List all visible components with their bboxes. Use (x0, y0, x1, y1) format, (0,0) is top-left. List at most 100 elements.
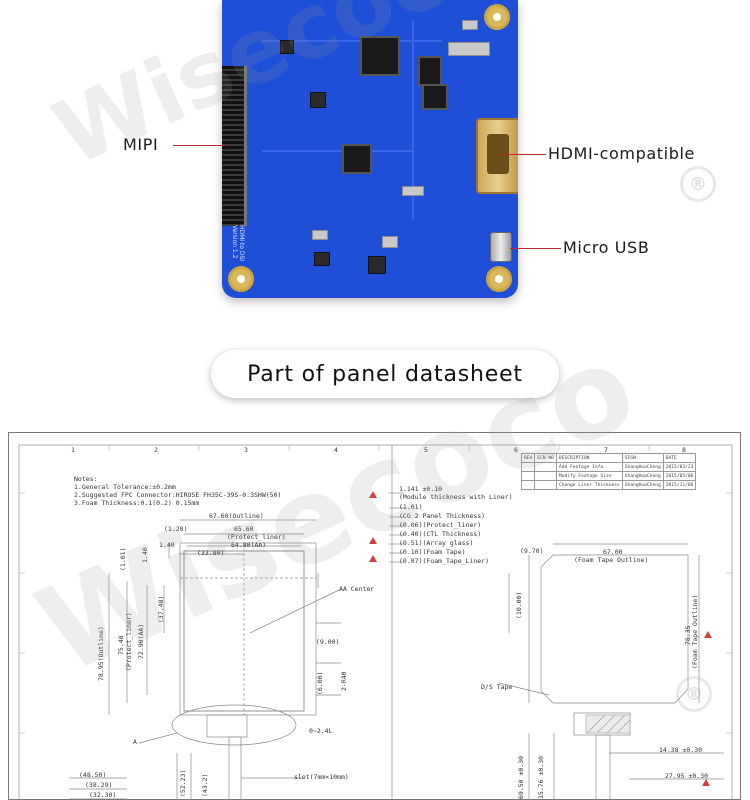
dim-width: (33.80) (197, 549, 225, 557)
table-row: Modify Footage Size ShangHuaCheng 2015/0… (520, 471, 697, 481)
dim-label: 27.95 ±0.30 (665, 772, 709, 780)
micro-usb-port (490, 232, 512, 262)
table-cell (534, 471, 557, 481)
stack-label: (0.40)(CTL Thickness) (399, 530, 482, 538)
pcb-trace (262, 150, 412, 152)
stack-label: (CG 2 Panel Thickness) (399, 512, 486, 520)
datasheet-notes: Notes: 1.General Tolerance:±0.2mm 2.Sugg… (74, 475, 281, 507)
stack-label: (Module thickness with Liner) (399, 493, 513, 501)
stack-label: 1.141 ±0.10 (399, 485, 443, 493)
dim-height: (37.48) (157, 595, 165, 623)
silkscreen-line: HDMI to DSI (238, 224, 246, 262)
table-header: SIGN (621, 453, 664, 463)
dim-outline-width: 67.60(Outline) (209, 512, 264, 520)
table-header: REV (520, 453, 536, 463)
stack-label: (0.06)(Protect_liner) (399, 521, 482, 529)
smd-component (314, 252, 330, 266)
table-cell: ShangHuaCheng (621, 462, 664, 472)
dim-label: (Foam Tape Outline) (691, 594, 699, 669)
table-cell (534, 462, 557, 472)
dim-height: (1.01) (119, 547, 127, 571)
dim-label: 15.76 ±0.30 (537, 755, 545, 799)
stack-label: (0.10)(Foam Tape) (399, 548, 466, 556)
dim-label: (43.2) (201, 773, 209, 797)
stack-label: (0.07)(Foam_Tape_Liner) (399, 557, 490, 565)
table-cell: Change Liner Thickness (555, 480, 623, 490)
mipi-callout-label: MIPI (123, 135, 159, 154)
mounting-hole (486, 266, 512, 292)
warning-triangle-icon (704, 631, 712, 638)
aa-center-label: AA Center (339, 585, 375, 593)
note-line: 2.Suggested FPC Connector:HIROSE FH35C-3… (74, 491, 282, 499)
hdmi-port (476, 118, 518, 194)
smd-component (462, 20, 478, 30)
smd-component (382, 236, 398, 248)
smd-component (310, 92, 326, 108)
datasheet-drawing (18, 444, 733, 799)
panel-datasheet: 1 2 3 4 5 6 7 8 Notes: 1.General Toleran… (8, 432, 741, 800)
dim-label: (9.70) (520, 547, 544, 555)
stack-label: (0.51)(Array glass) (399, 539, 474, 547)
dim-label: (52.23) (179, 769, 187, 797)
dim-label: (32.30) (89, 791, 117, 799)
smd-component (448, 42, 490, 56)
mipi-fpc-connector (222, 66, 247, 226)
pcb-trace (412, 20, 414, 220)
grid-number: 6 (514, 446, 518, 454)
dim-label: 69.50 ±0.30 (517, 755, 525, 799)
dim-height: 72.90(AA) (137, 623, 145, 659)
table-cell (520, 480, 536, 490)
hdmi-callout-label: HDMI-compatible (548, 144, 695, 163)
grid-number: 8 (682, 446, 686, 454)
table-cell: ShangHuaCheng (621, 480, 664, 490)
warning-triangle-icon (702, 779, 710, 786)
dim-label: slot(7mm×10mm) (294, 773, 349, 781)
table-cell: Add Footage Info (555, 462, 623, 472)
main-ic-chip (360, 36, 400, 76)
table-header: ECN NO (534, 453, 557, 463)
silkscreen-line: Version 1.2 (231, 224, 239, 259)
table-header: DESCRIPTION (555, 453, 623, 463)
usb-callout-label: Micro USB (563, 238, 650, 257)
dim-width: (1.20) (164, 525, 188, 533)
dim-label: (10.00) (515, 591, 523, 619)
dim-height: 75.48 (117, 635, 125, 655)
mipi-callout-line (173, 145, 225, 146)
section-title-pill: Part of panel datasheet (211, 350, 559, 398)
smd-component (312, 230, 328, 240)
dim-label: (38.29) (85, 781, 113, 789)
warning-triangle-icon (369, 555, 377, 562)
warning-triangle-icon (369, 491, 377, 498)
table-cell: 2015/05/06 (662, 471, 697, 481)
table-row: Change Liner Thickness ShangHuaCheng 201… (520, 480, 697, 490)
registered-mark-icon: ® (676, 676, 712, 712)
grid-number: 1 (71, 446, 75, 454)
secondary-ic-chip (342, 144, 372, 174)
registered-mark-icon: ® (680, 166, 716, 202)
warning-triangle-icon (369, 537, 377, 544)
dim-label: 2-R40 (340, 671, 348, 691)
table-cell (520, 462, 536, 472)
table-row: Add Footage Info ShangHuaCheng 2015/03/2… (520, 462, 697, 472)
table-cell: ShangHuaCheng (621, 471, 664, 481)
table-header: DATE (662, 453, 697, 463)
table-cell: Modify Footage Size (555, 471, 623, 481)
table-cell: 2015/03/23 (662, 462, 697, 472)
mounting-hole (484, 4, 510, 30)
grid-number: 7 (604, 446, 608, 454)
smd-component (368, 256, 386, 274)
smd-component (402, 186, 424, 196)
dim-outline-height: 78.95(Outline) (97, 626, 105, 681)
dim-height: 1.40 (141, 547, 149, 563)
usb-callout-line (510, 248, 561, 249)
dim-label: (Protect_liner) (125, 612, 133, 671)
board-silkscreen: HDMI to DSI Version 1.2 (231, 225, 245, 261)
mounting-hole (228, 266, 254, 292)
dim-label: (9.00) (316, 638, 340, 646)
dim-width: 64.80(AA) (231, 541, 267, 549)
grid-number: 3 (244, 446, 248, 454)
note-line: 1.General Tolerance:±0.2mm (74, 483, 176, 491)
pcb-trace (262, 40, 442, 42)
ds-tape-label: D/S Tape (481, 683, 513, 691)
dim-label: 67.00 (603, 548, 623, 556)
